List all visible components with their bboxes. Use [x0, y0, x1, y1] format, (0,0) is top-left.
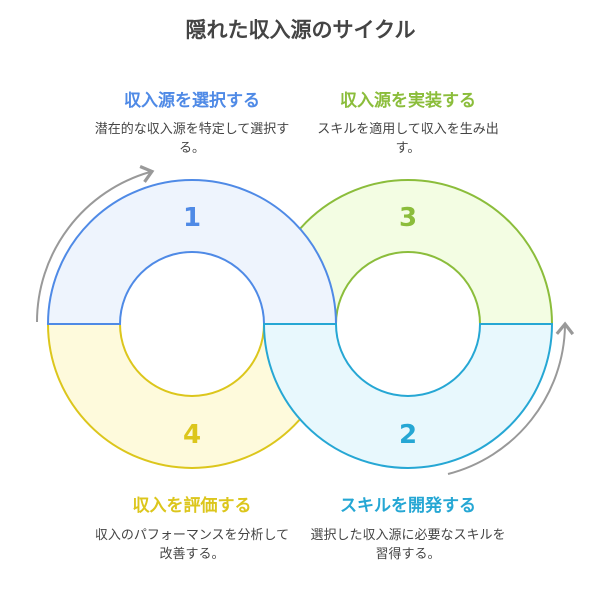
step-number-4: 4 — [183, 420, 201, 450]
step-2-description: 選択した収入源に必要なスキルを習得する。 — [310, 528, 506, 562]
step-3-description: スキルを適用して収入を生み出す。 — [317, 122, 499, 156]
cycle-arrow-right-icon — [447, 321, 575, 475]
step-4-description: 収入のパフォーマンスを分析して改善する。 — [94, 528, 290, 562]
step-2-heading: スキルを開発する — [340, 496, 476, 516]
segment-3 — [262, 179, 554, 325]
step-1-heading: 収入源を選択する — [124, 91, 260, 111]
step-1-description: 潜在的な収入源を特定して選択する。 — [94, 122, 290, 156]
step-number-2: 2 — [399, 420, 417, 450]
step-4-heading: 収入を評価する — [132, 496, 252, 516]
diagram-title: 隠れた収入源のサイクル — [185, 18, 416, 42]
step-number-3: 3 — [399, 203, 417, 233]
step-3-heading: 収入源を実装する — [340, 91, 476, 111]
cycle-arrow-left-icon — [36, 165, 155, 323]
segment-1 — [46, 179, 338, 325]
step-number-1: 1 — [183, 203, 201, 233]
segment-2 — [262, 323, 554, 469]
